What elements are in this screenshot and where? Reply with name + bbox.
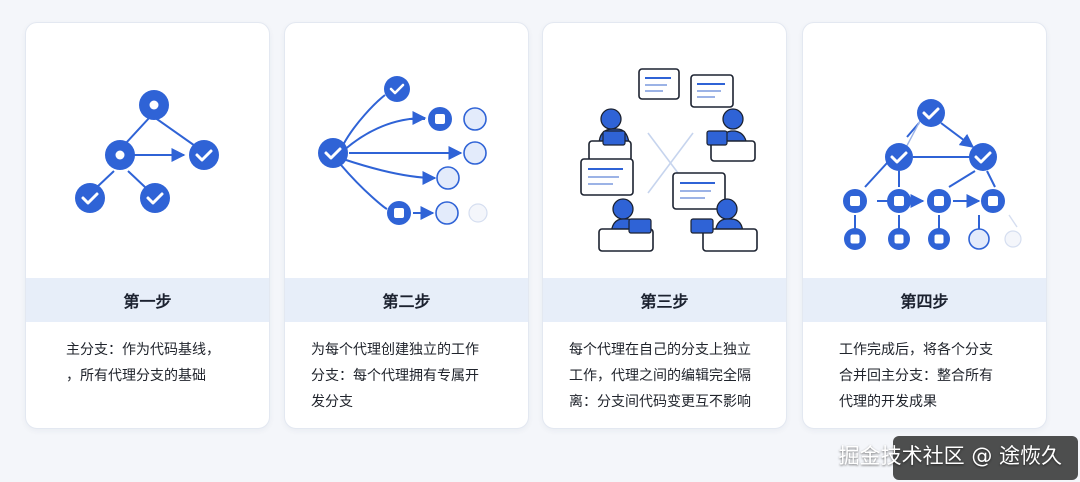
agent-at-desk bbox=[588, 68, 680, 162]
description-line: ，所有代理分支的基础 bbox=[66, 368, 206, 384]
step-card-2: 第二步 为每个代理创建独立的工作 分支：每个代理拥有专属开 发分支 bbox=[284, 22, 529, 429]
empty-node bbox=[463, 141, 487, 165]
check-icon bbox=[318, 138, 348, 168]
isolated-agents-illustration bbox=[580, 68, 758, 252]
square-node bbox=[981, 189, 1005, 213]
check-icon bbox=[917, 99, 945, 127]
check-icon bbox=[75, 183, 105, 213]
main-node bbox=[139, 90, 169, 120]
empty-node bbox=[968, 228, 990, 250]
main-branch-diagram bbox=[75, 90, 219, 213]
watermark-background bbox=[893, 436, 1078, 480]
description-line: 离：分支间代码变更互不影响 bbox=[569, 394, 751, 410]
description-line: 代理的开发成果 bbox=[839, 394, 937, 410]
description-line: 工作完成后，将各个分支 bbox=[839, 342, 993, 358]
square-node bbox=[844, 228, 866, 250]
check-icon bbox=[384, 76, 410, 102]
step-title: 第二步 bbox=[285, 278, 528, 322]
check-icon bbox=[189, 140, 219, 170]
square-node bbox=[387, 201, 411, 225]
merge-tree-diagram bbox=[843, 99, 1022, 250]
description-line: 分支：每个代理拥有专属开 bbox=[311, 368, 479, 384]
square-node bbox=[843, 189, 867, 213]
square-node bbox=[888, 228, 910, 250]
step-title: 第三步 bbox=[543, 278, 786, 322]
description-line: 主分支：作为代码基线， bbox=[66, 342, 220, 358]
branch-node bbox=[105, 140, 135, 170]
description-line: 为每个代理创建独立的工作 bbox=[311, 342, 479, 358]
description-line: 每个代理在自己的分支上独立 bbox=[569, 342, 751, 358]
step-card-3: 第三步 每个代理在自己的分支上独立 工作，代理之间的编辑完全隔 离：分支间代码变… bbox=[542, 22, 787, 429]
square-node bbox=[928, 228, 950, 250]
step-card-1: 第一步 主分支：作为代码基线， ，所有代理分支的基础 bbox=[25, 22, 270, 429]
step-description: 每个代理在自己的分支上独立 工作，代理之间的编辑完全隔 离：分支间代码变更互不影… bbox=[569, 337, 761, 415]
square-node bbox=[927, 189, 951, 213]
agent-at-desk bbox=[672, 172, 758, 252]
step-description: 主分支：作为代码基线， ，所有代理分支的基础 bbox=[66, 337, 241, 389]
step-title: 第四步 bbox=[803, 278, 1046, 322]
check-icon bbox=[140, 183, 170, 213]
faded-node bbox=[1004, 230, 1022, 248]
description-line: 发分支 bbox=[311, 394, 353, 410]
empty-node bbox=[463, 107, 487, 131]
check-icon bbox=[969, 143, 997, 171]
branch-creation-diagram bbox=[318, 76, 488, 225]
step-description: 为每个代理创建独立的工作 分支：每个代理拥有专属开 发分支 bbox=[311, 337, 503, 415]
square-node bbox=[428, 107, 452, 131]
step-description: 工作完成后，将各个分支 合并回主分支：整合所有 代理的开发成果 bbox=[839, 337, 1024, 415]
square-node bbox=[887, 189, 911, 213]
watermark-text: 掘金技术社区 @ 途恢久 bbox=[838, 444, 1062, 468]
faded-node bbox=[468, 203, 488, 223]
description-line: 工作，代理之间的编辑完全隔 bbox=[569, 368, 751, 384]
agent-at-desk bbox=[690, 74, 756, 162]
empty-node bbox=[436, 166, 460, 190]
check-icon bbox=[885, 143, 913, 171]
agent-at-desk bbox=[580, 158, 654, 252]
description-line: 合并回主分支：整合所有 bbox=[839, 368, 993, 384]
step-card-4: 第四步 工作完成后，将各个分支 合并回主分支：整合所有 代理的开发成果 bbox=[802, 22, 1047, 429]
empty-node bbox=[435, 201, 459, 225]
step-title: 第一步 bbox=[26, 278, 269, 322]
